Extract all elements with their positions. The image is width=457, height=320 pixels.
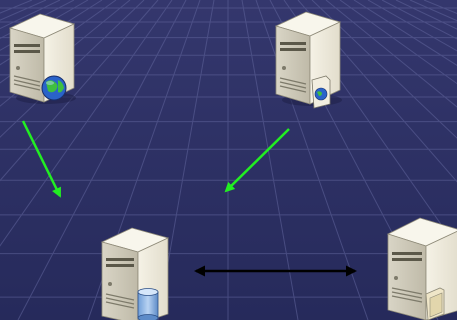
- arrow-document-to-database: [224, 128, 290, 193]
- grid-line: [311, 0, 457, 139]
- grid-line: [339, 0, 457, 85]
- server-globe-icon: [8, 13, 76, 104]
- grid-line: [0, 0, 145, 138]
- grid-line: [0, 0, 159, 182]
- globe-icon: [41, 75, 67, 101]
- arrow-web-to-database: [21, 120, 62, 198]
- server-database-icon: [100, 227, 170, 320]
- grid-line: [353, 0, 457, 66]
- grid-line: [325, 0, 457, 108]
- database-icon: [137, 288, 159, 320]
- grid-line: [297, 0, 457, 183]
- web-document-icon: [311, 75, 331, 109]
- server-folder-icon: [386, 217, 457, 320]
- grid-line: [0, 0, 173, 247]
- grid-line: [17, 0, 187, 320]
- folder-icon: [425, 287, 445, 320]
- server-web-document-icon: [274, 11, 342, 109]
